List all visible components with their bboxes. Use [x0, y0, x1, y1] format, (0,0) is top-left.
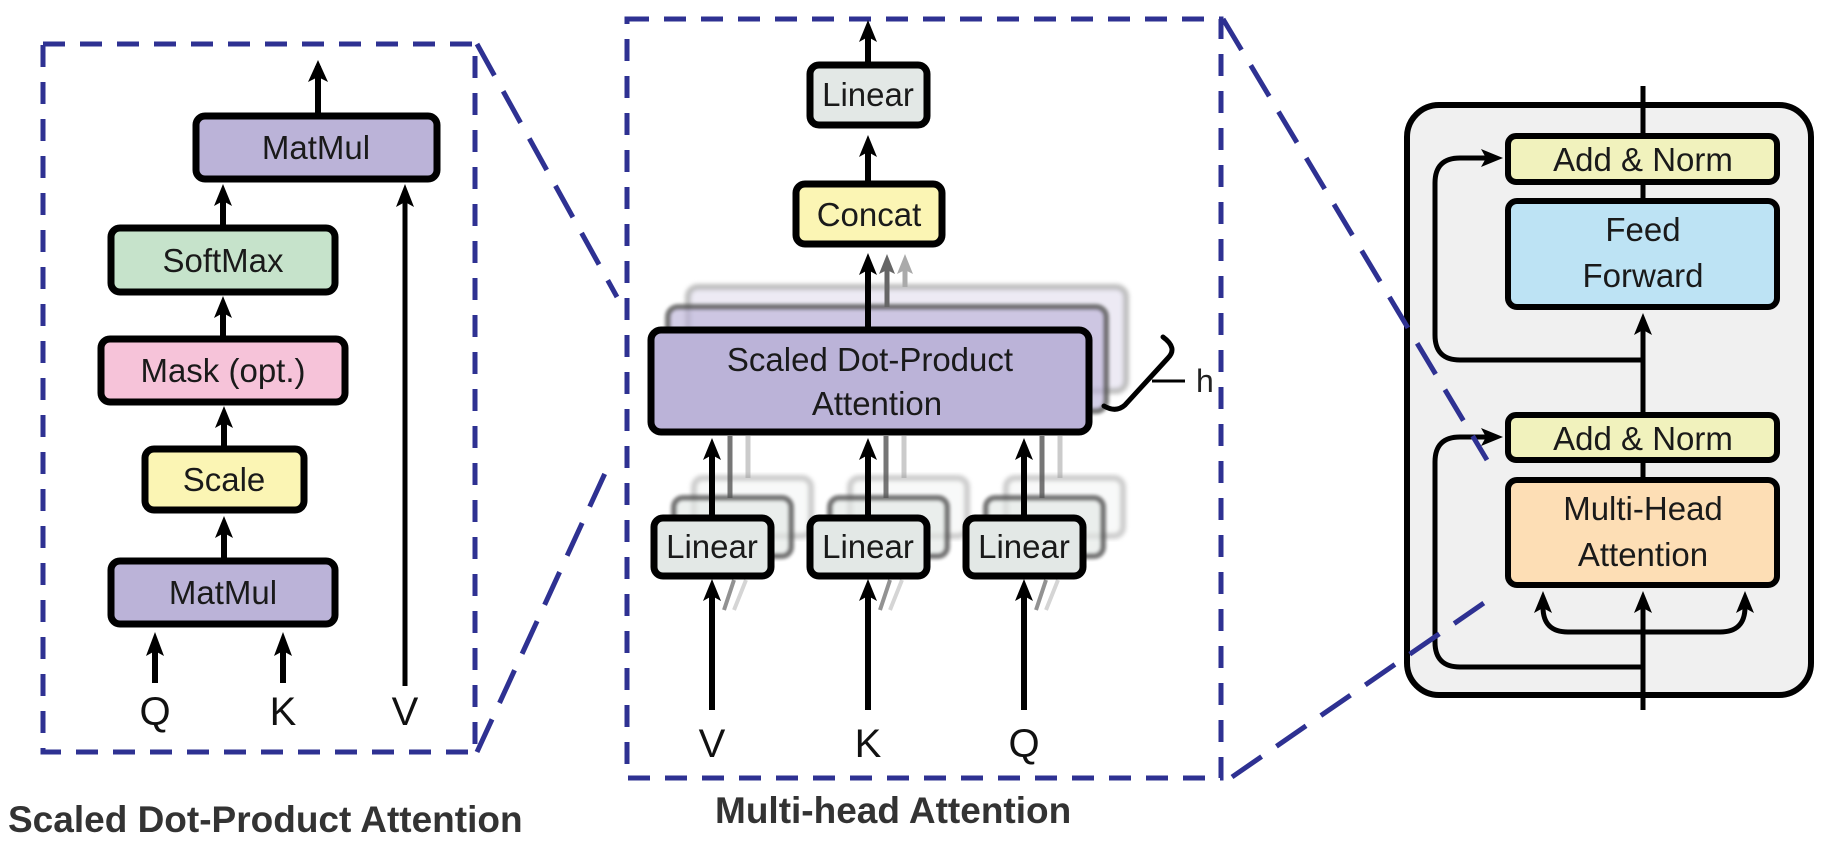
linear-v-label: Linear	[666, 528, 758, 565]
linear-k-input-arrowhead	[859, 579, 877, 601]
sdpa-dashed-frame	[40, 41, 478, 755]
softmax-label: SoftMax	[162, 242, 284, 279]
multi-head-panel: Linear Concat Scaled Dot-Product Attenti…	[624, 16, 1224, 781]
head-1-to-concat-arrowhead	[859, 253, 877, 275]
linear-q-stack: Linear	[962, 436, 1126, 710]
mha-value-branch-arrowhead	[1736, 591, 1754, 613]
linear-q-back-input-1	[1044, 579, 1060, 611]
linear-k-back-input-1	[888, 579, 904, 611]
linear-q-to-attention-arrowhead	[1015, 438, 1033, 460]
v-input-label: V	[392, 690, 419, 734]
head-3-to-concat-arrowhead	[897, 254, 913, 274]
matmul-bottom-node: MatMul	[107, 557, 339, 628]
mha-label-line1: Multi-Head	[1563, 490, 1723, 527]
q-input-arrowhead	[146, 632, 164, 656]
head-2-to-concat-arrowhead	[879, 254, 895, 274]
encoder-block-panel: Add & Norm Feed Forward Add & Norm Multi…	[1404, 86, 1814, 710]
mask-node: Mask (opt.)	[97, 335, 349, 406]
zoom-connector-left-bottom	[474, 456, 615, 754]
feed-forward-label-line2: Forward	[1582, 257, 1703, 294]
mh-q-input-label: Q	[1008, 722, 1039, 766]
linear-output-node: Linear	[806, 61, 931, 129]
linear-k-label: Linear	[822, 528, 914, 565]
add-norm-top-node: Add & Norm	[1505, 133, 1780, 185]
add-norm-bottom-node: Add & Norm	[1505, 412, 1780, 463]
ff-residual-connection	[1432, 155, 1643, 363]
linear-k-node	[806, 514, 931, 580]
linear-v-to-attention-arrowhead	[703, 438, 721, 460]
mha-dashed-frame	[624, 16, 1224, 781]
zoom-connector-right-top	[1220, 17, 1490, 462]
scaled-dot-product-attention-node: Scaled Dot-Product	[647, 326, 1093, 436]
concat-label: Concat	[817, 196, 922, 233]
mh-v-input-label: V	[699, 722, 726, 766]
v-input-arrowhead	[396, 184, 414, 207]
linear-v-node	[650, 514, 775, 580]
mha-label-line2: Attention	[1578, 536, 1708, 573]
add-norm-bottom-label: Add & Norm	[1553, 420, 1733, 457]
linear-v-stack: Linear	[650, 436, 814, 710]
linear-k-back-input-2	[878, 579, 892, 611]
sdpa-output-arrowhead	[308, 60, 328, 82]
k-input-label: K	[270, 690, 297, 734]
sdpa-caption: Scaled Dot-Product Attention	[8, 799, 523, 840]
heads-brace-icon	[1101, 334, 1175, 412]
linear-output-label: Linear	[822, 76, 914, 113]
mh-k-input-label: K	[855, 722, 882, 766]
add-norm-top-label: Add & Norm	[1553, 141, 1733, 178]
linear-projection-stacks: Linear Linear Linear	[650, 436, 1126, 710]
linear-q-back-input-2	[1034, 579, 1048, 611]
linear-q-input-arrowhead	[1015, 579, 1033, 601]
mask-label: Mask (opt.)	[140, 352, 305, 389]
matmul-top-node: MatMul	[192, 112, 441, 183]
mha-residual-arrowhead	[1481, 428, 1503, 446]
linear-k-to-attention-arrowhead	[859, 438, 877, 460]
scale-label: Scale	[183, 461, 266, 498]
scale-node: Scale	[141, 445, 308, 514]
linear-q-label: Linear	[978, 528, 1070, 565]
ff-residual-arrowhead	[1481, 149, 1503, 167]
feed-forward-node: Feed Forward	[1505, 198, 1780, 310]
concat-node: Concat	[792, 180, 946, 248]
heads-count-label: h	[1196, 363, 1214, 399]
linear-v-input-arrowhead	[703, 579, 721, 601]
k-input-arrowhead	[274, 632, 292, 656]
scale-to-mask-arrowhead	[215, 406, 233, 428]
mha-residual-connection	[1432, 434, 1643, 670]
linear-k-stack: Linear	[806, 436, 970, 710]
mha-output-arrowhead	[859, 20, 877, 42]
matmul-top-label: MatMul	[262, 129, 370, 166]
q-input-label: Q	[139, 690, 170, 734]
encoder-input-arrowhead	[1634, 591, 1652, 613]
linear-v-back-input-2	[722, 579, 736, 611]
addnorm-to-ff-arrowhead	[1634, 313, 1652, 335]
feed-forward-label-line1: Feed	[1605, 211, 1680, 248]
multi-head-attention-node: Multi-Head Attention	[1505, 477, 1780, 588]
matmul-to-scale-arrowhead	[215, 516, 233, 538]
mha-key-branch-arrowhead	[1534, 591, 1552, 613]
scaled-dot-product-panel: MatMul SoftMax Mask (opt.) Scale	[40, 41, 478, 755]
mha-caption: Multi-head Attention	[715, 790, 1071, 831]
softmax-to-matmul-arrowhead	[214, 184, 232, 206]
mask-to-softmax-arrowhead	[214, 296, 232, 318]
attention-label-line2: Attention	[812, 385, 942, 422]
attention-label-line1: Scaled Dot-Product	[727, 341, 1013, 378]
softmax-node: SoftMax	[107, 224, 339, 296]
zoom-connector-left-top	[474, 42, 620, 299]
concat-to-linear-arrowhead	[859, 135, 877, 157]
matmul-bottom-label: MatMul	[169, 574, 277, 611]
linear-v-back-input-1	[732, 579, 748, 611]
linear-q-node	[962, 514, 1087, 580]
